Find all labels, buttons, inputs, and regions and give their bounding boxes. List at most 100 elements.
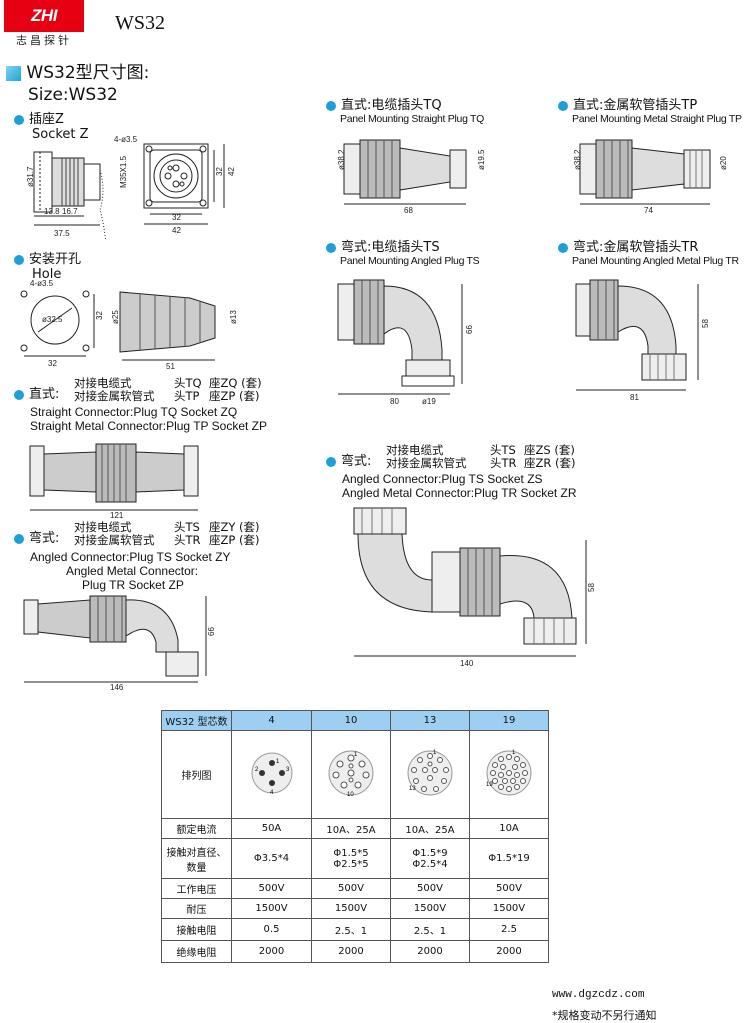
tq-drawing: ø38.2 ø19.5 68 xyxy=(337,139,486,215)
pin-label: 19 xyxy=(486,782,493,788)
table-row: 排列图 1 2 3 4 1 10 1 13 xyxy=(161,730,549,819)
pin-label: 1 xyxy=(276,759,280,765)
bullet-icon xyxy=(326,456,336,467)
logo-text: ZHI CHANG xyxy=(4,0,84,57)
ts-heading: 弯式:电缆插头TS Panel Mounting Angled Plug TS xyxy=(326,236,480,267)
socket-z-heading: 插座Z Socket Z xyxy=(14,108,89,142)
spec-table: WS32 型芯数 4 10 13 19 排列图 1 2 3 4 1 10 xyxy=(161,710,549,963)
pin-layout-19-icon: 1 19 xyxy=(486,750,532,796)
hole-dim-screw: 4-ø3.5 xyxy=(30,280,54,288)
table-cell: 2000 xyxy=(311,940,391,963)
model-title: WS32 xyxy=(115,12,165,34)
table-cell: Φ1.5*19 xyxy=(469,838,549,879)
tr-cn: 弯式:金属软管插头TR xyxy=(573,240,699,255)
tp-dim-20: ø20 xyxy=(719,156,728,170)
ts-cn: 弯式:电缆插头TS xyxy=(341,240,440,255)
straight-en2: Straight Metal Connector:Plug TP Socket … xyxy=(30,419,268,433)
table-row-label: 耐压 xyxy=(161,898,232,919)
brand-logo: ZHI CHANG 志昌探针 xyxy=(4,0,84,57)
socket-z-en: Socket Z xyxy=(32,127,89,142)
angled-zy-label: 弯式: xyxy=(29,531,60,546)
straight-conn-heading: 直式: xyxy=(14,383,59,402)
table-row: 接触电阻 0.5 2.5、1 2.5、1 2.5 xyxy=(161,918,549,941)
pin-label: 10 xyxy=(347,792,354,798)
dim-32b: 32 xyxy=(215,167,224,176)
footer-note: *规格变动不另行通知 xyxy=(552,1009,657,1022)
zs-dim-140: 140 xyxy=(460,659,474,668)
angled-zs-label: 弯式: xyxy=(341,454,372,469)
table-cell-line: Φ2.5*4 xyxy=(412,858,448,870)
straight-conn-label: 直式: xyxy=(29,387,60,402)
square-bullet-icon xyxy=(6,65,21,81)
table-row: 耐压 1500V 1500V 1500V 1500V xyxy=(161,898,549,919)
ts-drawing: 66 80 ø19 xyxy=(337,279,474,406)
zy-l1a: 对接电缆式 xyxy=(74,520,132,534)
hole-dim-13: ø13 xyxy=(229,310,238,324)
socket-z-cn: 插座Z xyxy=(29,112,64,127)
table-row: 额定电流 50A 10A、25A 10A、25A 10A xyxy=(161,818,549,839)
tr-dim-81: 81 xyxy=(630,393,639,402)
dim-d317: ø31.7 xyxy=(26,166,35,187)
straight-dim-121: 121 xyxy=(110,511,124,518)
dim-42b: 42 xyxy=(227,167,236,176)
zy-l2a: 对接金属软管式 xyxy=(74,533,155,547)
tp-dim-382: ø38.2 xyxy=(573,149,582,170)
tq-cn: 直式:电缆插头TQ xyxy=(341,98,442,113)
table-cell: Φ3.5*4 xyxy=(231,838,312,879)
tr-drawing: 58 81 xyxy=(575,279,710,402)
table-row-label: 接触电阻 xyxy=(161,918,232,941)
pin-label: 1 xyxy=(512,750,516,756)
angled-zs-drawing: 58 140 xyxy=(353,507,596,668)
tp-dim-74: 74 xyxy=(644,206,653,215)
zs-dim-58: 58 xyxy=(587,583,596,592)
zs-l2a: 对接金属软管式 xyxy=(386,456,467,470)
table-cell: 500V xyxy=(311,878,391,899)
tr-en: Panel Mounting Angled Metal Plug TR xyxy=(572,255,739,267)
zy-l1c: 座ZY (套) xyxy=(209,520,260,534)
table-cell: 2000 xyxy=(469,940,549,963)
table-cell: 500V xyxy=(231,878,312,899)
pin-layout-13-icon: 1 13 xyxy=(407,750,453,796)
pin-label: 4 xyxy=(270,790,274,795)
tq-dim-382: ø38.2 xyxy=(337,149,346,170)
logo-cn-text: 志昌探针 xyxy=(16,34,72,47)
zs-l2c: 座ZR (套) xyxy=(524,456,576,470)
bullet-icon xyxy=(14,114,24,125)
table-row-label: 绝缘电阻 xyxy=(161,940,232,963)
tr-heading: 弯式:金属软管插头TR Panel Mounting Angled Metal … xyxy=(558,236,739,267)
table-header-cell: 10 xyxy=(311,710,391,731)
tp-en: Panel Mounting Metal Straight Plug TP xyxy=(572,113,742,125)
table-cell: 10A xyxy=(469,818,549,839)
table-header-cell: 4 xyxy=(231,710,312,731)
tp-cn: 直式:金属软管插头TP xyxy=(573,98,698,113)
hole-dim-32v: 32 xyxy=(95,311,104,320)
table-cell-line: Φ1.5*5 xyxy=(333,847,369,859)
bullet-icon xyxy=(326,100,336,111)
pin-layout-19: 1 19 xyxy=(469,730,549,819)
hole-en: Hole xyxy=(32,267,62,282)
bullet-icon xyxy=(558,100,568,111)
angled-zs-en: Angled Connector:Plug TS Socket ZS Angle… xyxy=(342,472,577,500)
angled-zy-en: Angled Connector:Plug TS Socket ZY Angle… xyxy=(30,550,231,592)
hole-drawing: 4-ø3.5 ø32.5 32 32 51 ø25 ø13 xyxy=(20,280,238,370)
zs-l1a: 对接电缆式 xyxy=(386,443,444,457)
angled-zy-drawing: 66 146 xyxy=(23,595,216,690)
table-cell-line: Φ3.5*4 xyxy=(253,853,290,864)
footer-url[interactable]: www.dgzcdz.com xyxy=(552,989,645,1001)
table-header-cell: 19 xyxy=(469,710,549,731)
straight-l2c: 座ZP (套) xyxy=(209,389,260,403)
ts-en: Panel Mounting Angled Plug TS xyxy=(340,255,480,267)
size-heading-en: Size:WS32 xyxy=(28,85,118,105)
pin-label: 1 xyxy=(354,752,358,758)
zy-l2b: 头TR xyxy=(174,533,201,547)
angled-zy-heading: 弯式: xyxy=(14,527,59,546)
pin-layout-4: 1 2 3 4 xyxy=(231,730,312,819)
pin-label: 3 xyxy=(286,767,290,773)
zs-l1b: 头TS xyxy=(490,443,516,457)
zy-dim-66: 66 xyxy=(207,627,216,636)
straight-l2b: 头TP xyxy=(174,389,200,403)
table-header-cell: 13 xyxy=(390,710,470,731)
dim-32a: 32 xyxy=(172,213,181,222)
